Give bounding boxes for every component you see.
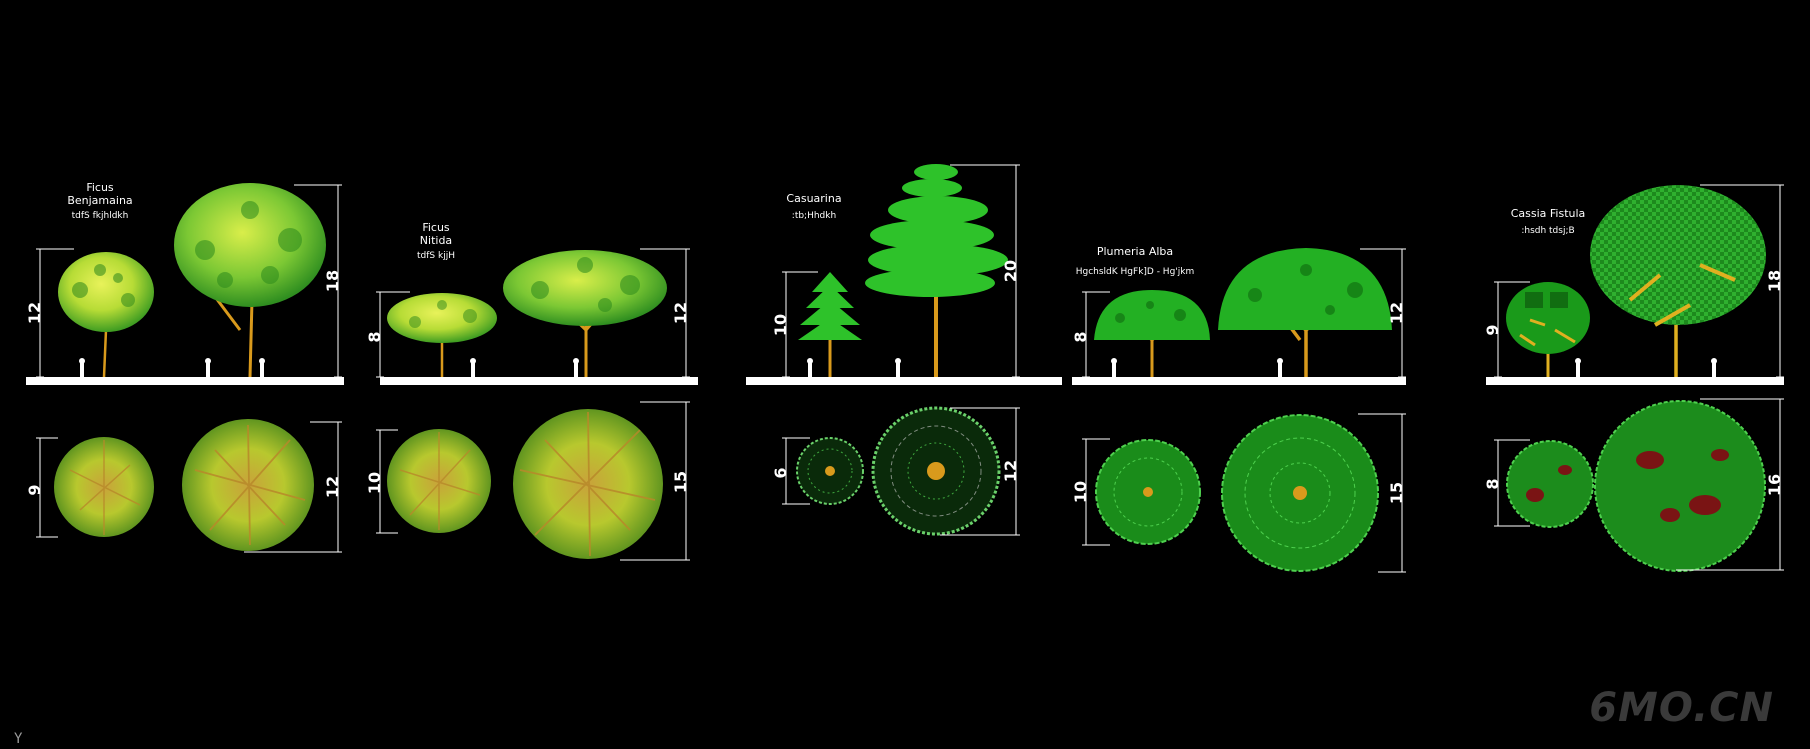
casuarina-elevation-dims xyxy=(782,164,1020,378)
cassia-fistula-large-plan xyxy=(1594,400,1766,572)
dimension-label: 12 xyxy=(1001,460,1020,482)
casuarina-plan-dims xyxy=(782,407,1020,536)
ficus-nitida-group[interactable]: Ficus Nitida tdfS kjjH 8 12 xyxy=(365,221,690,561)
dimension-label: 12 xyxy=(1387,302,1406,324)
ucs-icon: Y xyxy=(14,731,23,747)
ficus-benjamina-large-elevation xyxy=(174,183,326,378)
ficus-nitida-large-elevation xyxy=(503,250,667,377)
ground-line xyxy=(746,377,1062,385)
cassia-fistula-title: Cassia Fistula xyxy=(1511,207,1586,220)
dimension-label: 8 xyxy=(365,331,384,342)
dimension-label: 18 xyxy=(323,270,342,292)
ficus-benjamina-subtitle: tdfS fkjhldkh xyxy=(72,211,129,221)
dimension-label: 9 xyxy=(1483,324,1502,335)
dimension-label: 10 xyxy=(1071,481,1090,503)
ficus-benjamina-large-plan xyxy=(182,419,314,551)
plumeria-alba-plan-dims xyxy=(1082,413,1406,573)
casuarina-subtitle: :tb;Hhdkh xyxy=(792,211,836,221)
cassia-fistula-large-elevation xyxy=(1590,185,1766,377)
ficus-benjamina-title-line2: Benjamaina xyxy=(67,194,132,207)
dimension-label: 8 xyxy=(1071,331,1090,342)
ficus-nitida-large-plan xyxy=(513,409,663,559)
plumeria-alba-small-plan xyxy=(1095,439,1201,545)
cassia-fistula-subtitle: :hsdh tdsj;B xyxy=(1521,226,1574,236)
dimension-label: 10 xyxy=(771,314,790,336)
watermark-text: 6MO.CN xyxy=(1589,685,1774,731)
dimension-label: 18 xyxy=(1765,270,1784,292)
casuarina-group[interactable]: Casuarina :tb;Hhdkh xyxy=(771,164,1020,536)
casuarina-large-elevation xyxy=(865,164,1008,377)
ficus-nitida-subtitle: tdfS kjjH xyxy=(417,251,455,261)
plumeria-alba-small-elevation xyxy=(1094,290,1210,377)
cassia-fistula-elevation-dims xyxy=(1494,184,1784,378)
ficus-nitida-small-plan xyxy=(387,429,491,533)
plumeria-alba-elevation-dims xyxy=(1082,248,1406,378)
dimension-label: 15 xyxy=(1387,482,1406,504)
human-scale-figures xyxy=(807,358,901,377)
dimension-label: 20 xyxy=(1001,260,1020,282)
casuarina-large-plan xyxy=(871,406,1001,536)
plumeria-alba-group[interactable]: Plumeria Alba HgchsldK HgFk]D - Hg'jkm 8… xyxy=(1071,245,1406,573)
ficus-benjamina-elevation-dims xyxy=(36,184,342,378)
plumeria-alba-subtitle: HgchsldK HgFk]D - Hg'jkm xyxy=(1076,267,1195,277)
ficus-benjamina-title-line1: Ficus xyxy=(86,181,114,194)
cassia-fistula-group[interactable]: Cassia Fistula :hsdh tdsj;B 9 18 xyxy=(1483,184,1784,572)
casuarina-small-plan xyxy=(796,437,864,505)
casuarina-small-elevation xyxy=(798,272,862,377)
dimension-label: 12 xyxy=(323,476,342,498)
dimension-label: 16 xyxy=(1765,474,1784,496)
ficus-nitida-title-line2: Nitida xyxy=(420,234,452,247)
cassia-fistula-small-elevation xyxy=(1506,282,1590,377)
ficus-nitida-plan-dims xyxy=(376,401,690,561)
dimension-label: 8 xyxy=(1483,478,1502,489)
ground-line xyxy=(380,377,698,385)
ground-line xyxy=(1072,377,1406,385)
plumeria-alba-large-elevation xyxy=(1218,248,1392,377)
ficus-nitida-small-elevation xyxy=(387,293,497,377)
ground-line xyxy=(1486,377,1784,385)
ficus-benjamina-plan-dims xyxy=(36,421,342,553)
ground-lines xyxy=(26,377,1784,385)
ficus-benjamina-small-plan xyxy=(54,437,154,537)
dimension-label: 9 xyxy=(25,484,44,495)
dimension-label: 10 xyxy=(365,472,384,494)
human-scale-figures xyxy=(79,358,265,377)
human-scale-figures xyxy=(1111,358,1283,377)
ficus-nitida-elevation-dims xyxy=(376,248,690,378)
ficus-benjamina-group[interactable]: Ficus Benjamaina tdfS fkjhldkh xyxy=(25,181,342,553)
ground-line xyxy=(26,377,344,385)
ficus-nitida-title-line1: Ficus xyxy=(422,221,450,234)
plumeria-alba-title: Plumeria Alba xyxy=(1097,245,1173,258)
dimension-label: 12 xyxy=(25,302,44,324)
ficus-benjamina-small-elevation xyxy=(58,252,154,378)
plumeria-alba-large-plan xyxy=(1221,414,1379,572)
dimension-label: 15 xyxy=(671,471,690,493)
casuarina-title: Casuarina xyxy=(786,192,841,205)
cassia-fistula-small-plan xyxy=(1506,440,1594,528)
cassia-fistula-plan-dims xyxy=(1494,398,1784,571)
dimension-label: 12 xyxy=(671,302,690,324)
dimension-label: 6 xyxy=(771,467,790,478)
human-scale-figures xyxy=(1575,358,1717,377)
human-scale-figures xyxy=(470,358,579,377)
